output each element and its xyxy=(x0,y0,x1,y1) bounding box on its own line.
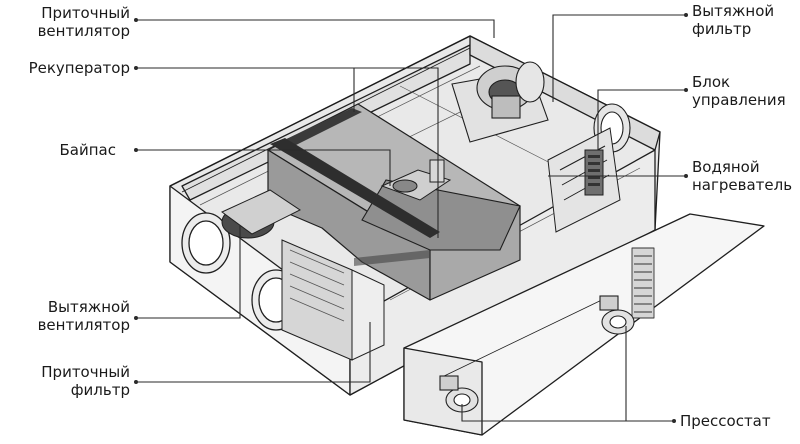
label-exhaust-fan-line1: Вытяжной xyxy=(47,298,130,316)
label-exhaust-filter: Вытяжной фильтр xyxy=(692,2,798,38)
access-panel xyxy=(403,213,765,436)
label-supply-filter: Приточный фильтр xyxy=(4,363,130,399)
bypass-damper xyxy=(380,159,452,201)
label-pressostat: Прессостат xyxy=(680,412,798,430)
exhaust-fan xyxy=(221,189,301,239)
label-recuperator: Рекуператор xyxy=(4,59,130,77)
label-pressostat-line1: Прессостат xyxy=(680,412,771,430)
control-unit xyxy=(547,127,621,233)
front-duct-spigot-upper xyxy=(181,212,231,274)
recuperator-front-face xyxy=(361,179,521,251)
leader-lines xyxy=(134,13,688,423)
label-recuperator-line1: Рекуператор xyxy=(28,59,130,77)
label-control-unit-line2: управления xyxy=(692,91,786,109)
pressostat-right xyxy=(599,295,635,335)
label-water-heater: Водяной нагреватель xyxy=(692,158,798,194)
pressostat-left xyxy=(439,375,479,413)
label-control-unit-line1: Блок xyxy=(692,73,731,91)
label-control-unit: Блок управления xyxy=(692,73,798,109)
label-exhaust-filter-line1: Вытяжной xyxy=(692,2,775,20)
label-water-heater-line2: нагреватель xyxy=(692,176,793,194)
supply-filter xyxy=(281,239,385,361)
recuperator-seam xyxy=(270,138,440,238)
label-supply-fan: Приточный вентилятор xyxy=(4,4,130,40)
label-exhaust-filter-line2: фильтр xyxy=(692,20,752,38)
label-exhaust-fan-line2: вентилятор xyxy=(37,316,130,334)
label-supply-fan-line2: вентилятор xyxy=(37,22,130,40)
label-bypass-line1: Байпас xyxy=(59,141,116,159)
label-exhaust-fan: Вытяжной вентилятор xyxy=(4,298,130,334)
label-supply-filter-line1: Приточный xyxy=(41,363,130,381)
label-bypass: Байпас xyxy=(4,141,116,159)
label-supply-fan-line1: Приточный xyxy=(41,4,130,22)
label-supply-filter-line2: фильтр xyxy=(70,381,130,399)
label-water-heater-line1: Водяной xyxy=(692,158,760,176)
